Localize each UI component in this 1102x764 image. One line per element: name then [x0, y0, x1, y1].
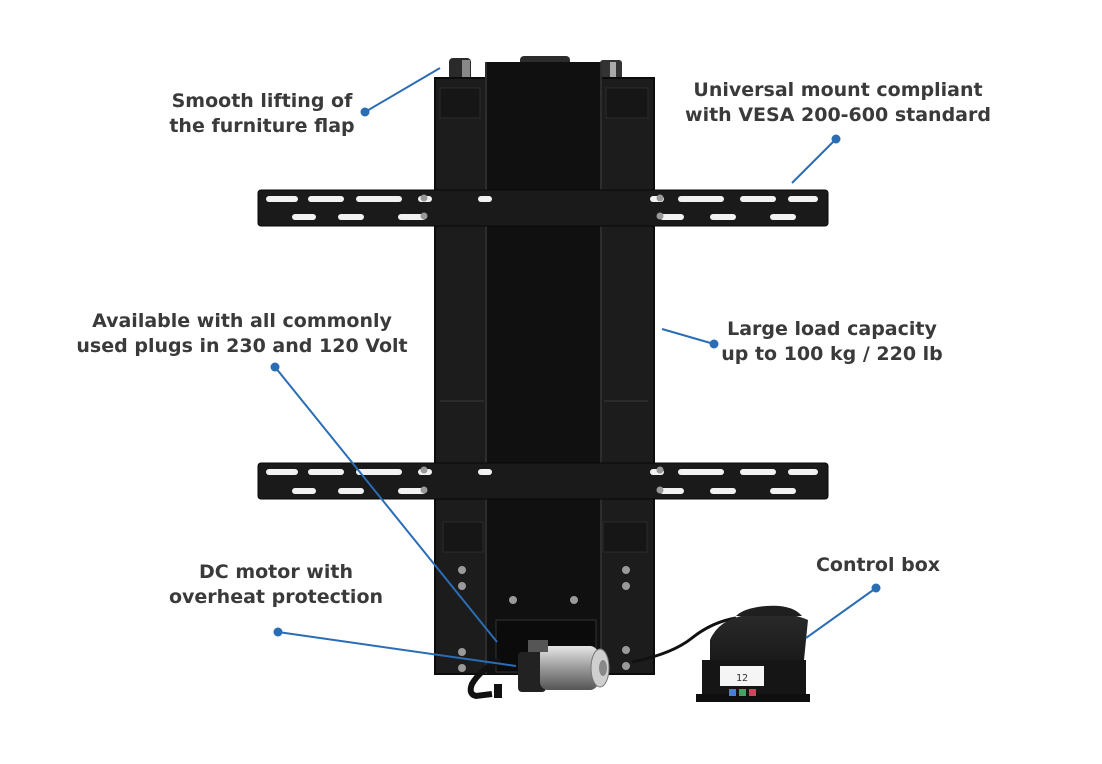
mounting-slot — [740, 196, 776, 202]
mounting-slot — [338, 488, 364, 494]
mounting-bar-lower — [257, 462, 829, 500]
mounting-slot — [356, 196, 402, 202]
mounting-slot — [660, 488, 684, 494]
lift-column — [434, 62, 655, 675]
mounting-slot — [660, 214, 684, 220]
mounting-slot — [770, 488, 796, 494]
mounting-slot — [478, 469, 492, 475]
callout-vesa-mount: Universal mount compliant with VESA 200-… — [685, 79, 991, 126]
mounting-slot — [478, 196, 492, 202]
callout-smooth-lifting: Smooth lifting of the furniture flap — [169, 90, 355, 137]
mounting-slot — [292, 488, 316, 494]
mounting-slot — [710, 214, 736, 220]
control-box-display: 12 — [736, 673, 748, 684]
mounting-slot — [788, 196, 818, 202]
mounting-slot — [398, 488, 426, 494]
mounting-slot — [266, 469, 298, 475]
mounting-slot — [740, 469, 776, 475]
mounting-slot — [308, 196, 344, 202]
callout-dc-motor: DC motor with overheat protection — [168, 561, 384, 608]
mounting-slot — [292, 214, 316, 220]
mounting-slot — [710, 488, 736, 494]
callout-control-box: Control box — [815, 554, 941, 576]
mounting-slot — [308, 469, 344, 475]
mounting-bar-upper — [257, 189, 829, 227]
mounting-slot — [338, 214, 364, 220]
mounting-slot — [678, 196, 724, 202]
motor-cable — [631, 616, 737, 664]
mounting-slot — [770, 214, 796, 220]
mounting-slot — [266, 196, 298, 202]
callout-plugs: Available with all commonly used plugs i… — [76, 310, 408, 357]
callout-load-capacity: Large load capacity up to 100 kg / 220 l… — [721, 318, 943, 365]
mounting-slot — [678, 469, 724, 475]
mounting-slot — [356, 469, 402, 475]
mounting-slot — [788, 469, 818, 475]
control-box-device: 12 — [696, 605, 810, 702]
leader-lines — [270, 67, 881, 667]
mounting-slot — [398, 214, 426, 220]
dc-motor — [467, 640, 610, 700]
